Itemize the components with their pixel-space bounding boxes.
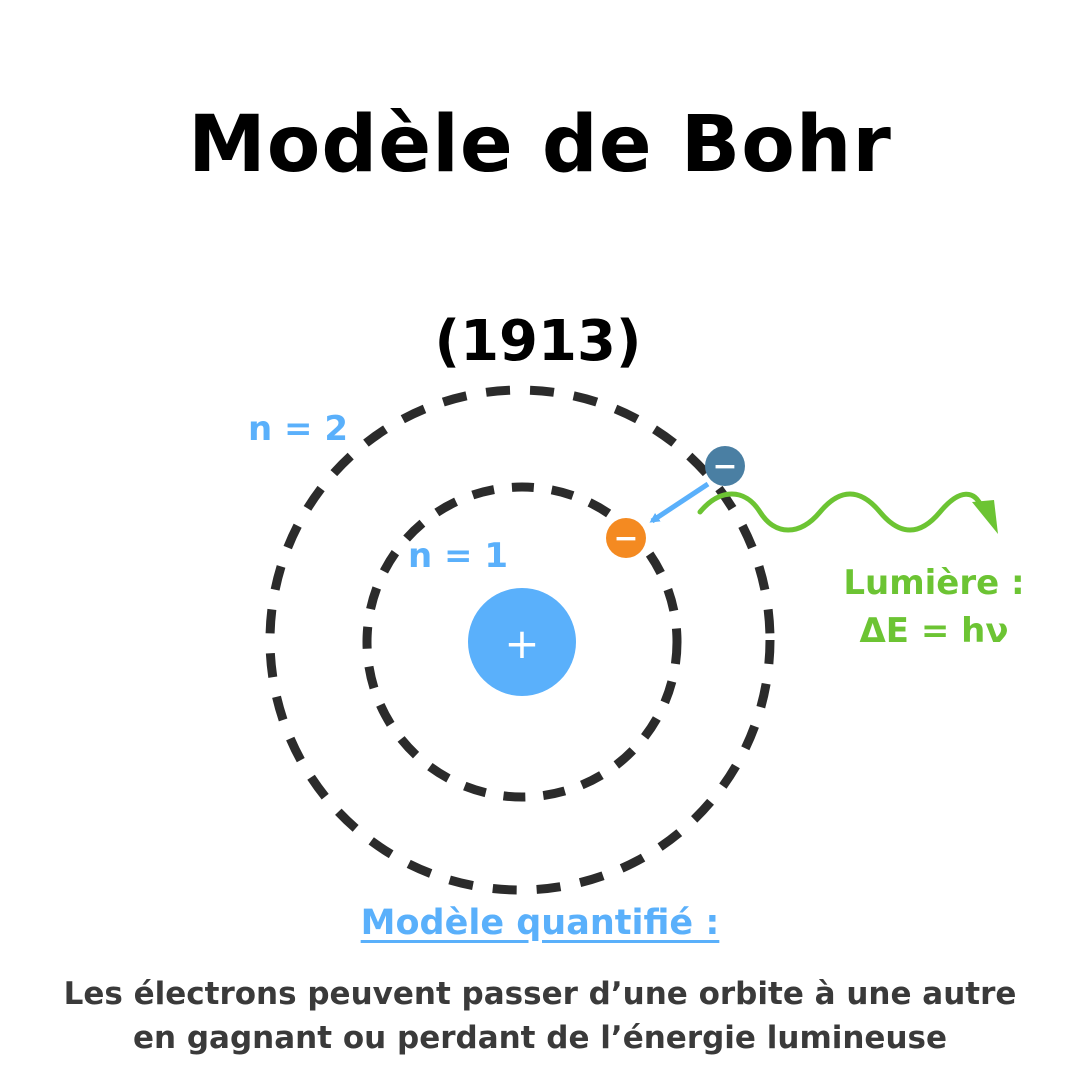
outer-orbit-label: n = 2: [248, 409, 348, 449]
light-wave: [697, 491, 998, 534]
caption-line-1: Les électrons peuvent passer d’une orbit…: [63, 976, 1017, 1012]
light-wave-arrowhead: [972, 500, 998, 534]
light-label-line2: ΔE = hν: [859, 611, 1008, 651]
excited-electron-minus: −: [712, 449, 737, 484]
ground-electron: −: [606, 518, 646, 558]
caption-body: Les électrons peuvent passer d’une orbit…: [0, 972, 1080, 1060]
caption-heading: Modèle quantifié :: [360, 903, 720, 943]
outer-orbit: [265, 385, 775, 895]
inner-orbit-label: n = 1: [408, 536, 508, 576]
nucleus-plus-sign: +: [504, 619, 539, 668]
page-title: Modèle de Bohr: [188, 100, 892, 190]
transition-arrow: [649, 481, 710, 524]
caption-line-2: en gagnant ou perdant de l’énergie lumin…: [132, 1020, 948, 1056]
nucleus: +: [468, 588, 576, 696]
year-label: (1913): [434, 309, 641, 374]
light-label-line1: Lumière :: [843, 563, 1024, 603]
ground-electron-minus: −: [613, 521, 638, 556]
excited-electron: −: [705, 446, 745, 486]
inner-orbit: [362, 482, 682, 802]
